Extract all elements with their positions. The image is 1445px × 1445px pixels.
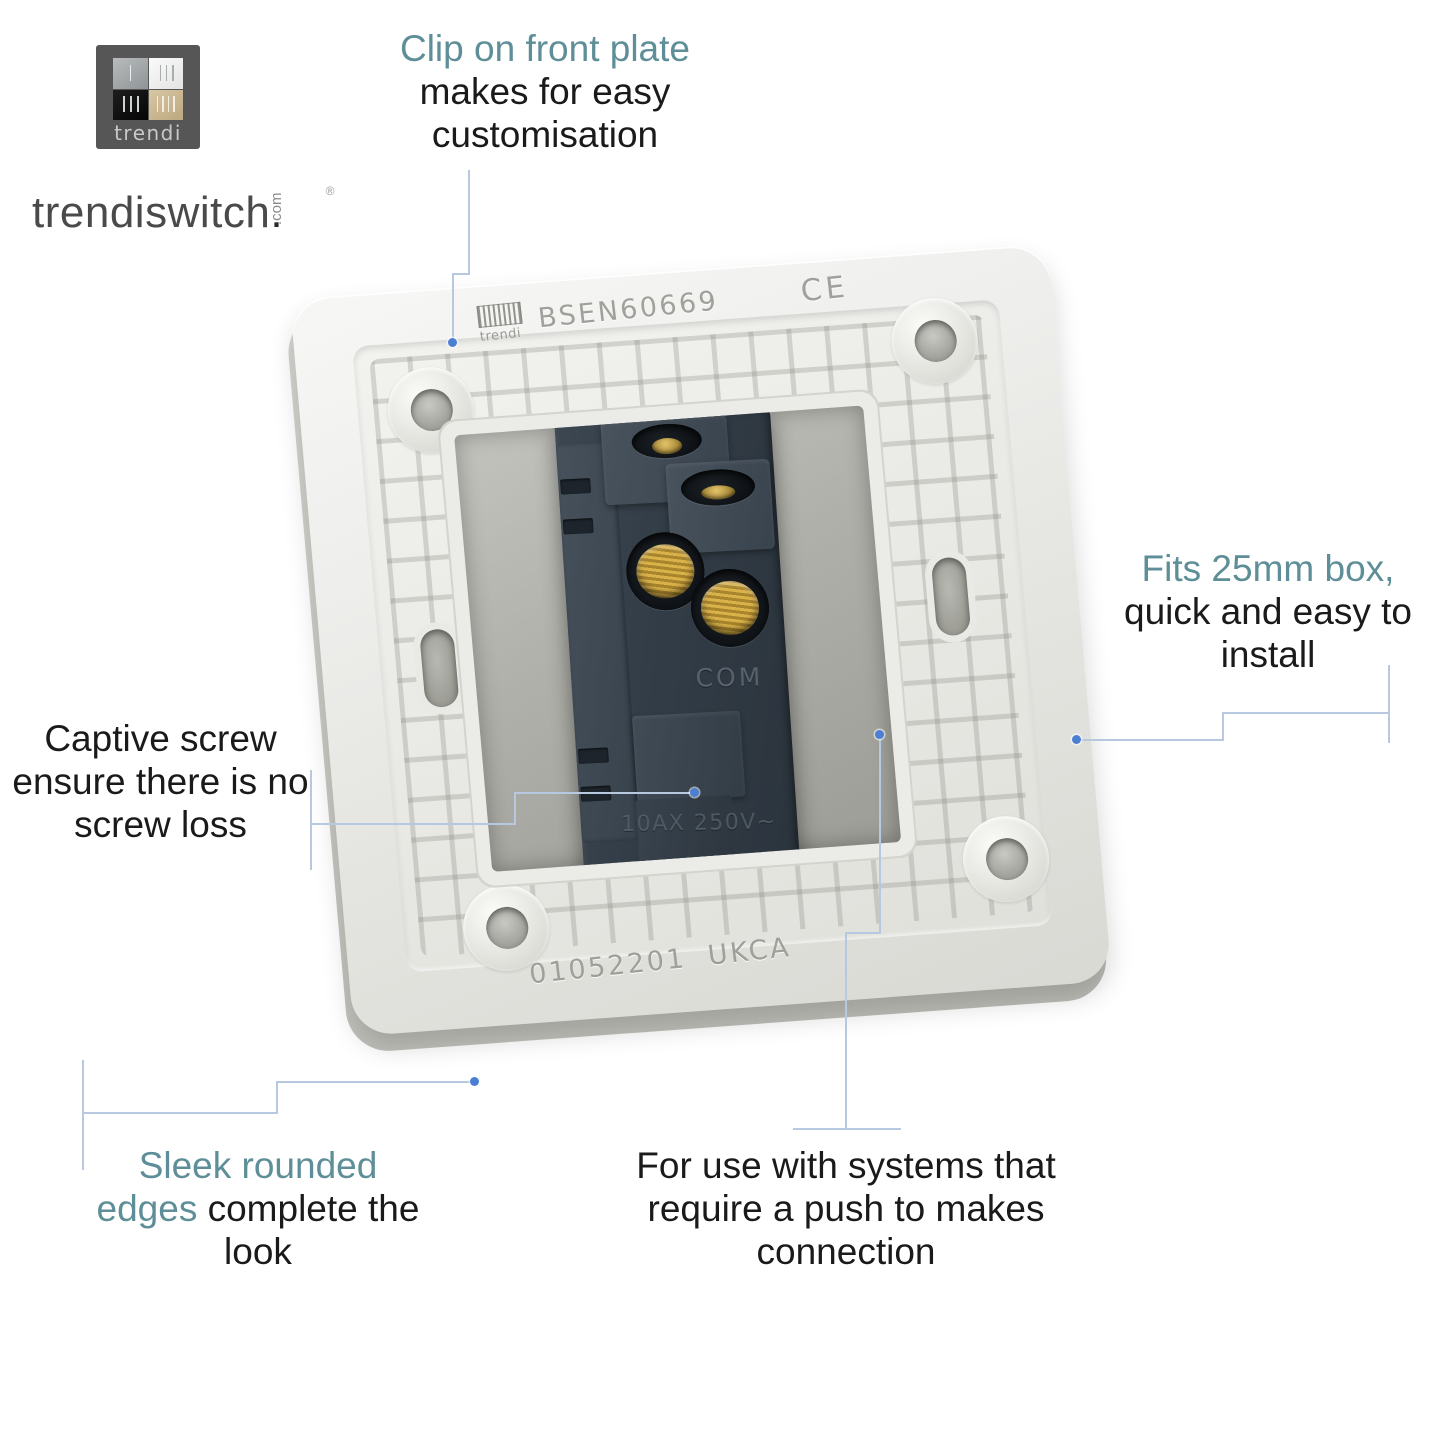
trendi-logo-icon: trendi [96, 45, 200, 149]
callout-highlight: Clip on front plate [399, 28, 690, 69]
mechanism-notch [560, 478, 592, 495]
rating-label: 10AX 250V~ [620, 809, 778, 838]
callout-body: complete the look [207, 1187, 420, 1272]
terminal-screw-top [651, 437, 683, 455]
callout-fits-25mm-box: Fits 25mm box, quick and easy to install [1108, 548, 1428, 677]
terminal-screw-top-right [700, 484, 736, 501]
plate-trendi-bars [476, 301, 523, 329]
ce-marking: CE [798, 269, 851, 310]
faceplate-assembly: trendi BSEN60669 CE 01052201 UKCA [276, 198, 1125, 1062]
callout-clip-on-front-plate: Clip on front plate makes for easy custo… [345, 28, 745, 157]
fixing-slot-left [419, 628, 460, 709]
callout-body: For use with systems that require a push… [636, 1145, 1056, 1272]
registered-mark: ® [325, 184, 335, 199]
callout-body: Captive screw ensure there is no screw l… [12, 718, 309, 845]
plate-trendi-mark-icon: trendi [476, 301, 528, 346]
callout-captive-screw: Captive screw ensure there is no screw l… [8, 718, 313, 847]
logo-tile-silver [113, 58, 148, 89]
logo-tile-white [148, 58, 183, 89]
brand-wordmark: trendiswitch..com ® [32, 184, 334, 238]
callout-highlight: Sleek rounded edges [96, 1145, 378, 1229]
callout-push-to-make-connection: For use with systems that require a push… [596, 1145, 1096, 1274]
faceplate-back: trendi BSEN60669 CE 01052201 UKCA [289, 243, 1113, 1037]
mechanism-notch [577, 747, 609, 764]
wordmark-dot: . [270, 188, 284, 237]
callout-body: makes for easy customisation [419, 70, 671, 155]
callout-highlight: Fits 25mm box, [1141, 548, 1395, 589]
wordmark-com: .com [268, 192, 286, 225]
com-label: COM [695, 662, 764, 693]
logo-tile-gold [148, 89, 183, 120]
central-aperture: COM 10AX 250V~ [454, 405, 902, 872]
logo-wordmark: trendi [114, 121, 182, 145]
callout-sleek-rounded-edges: Sleek rounded edges complete the look [88, 1145, 428, 1274]
product-photo: trendi BSEN60669 CE 01052201 UKCA [284, 225, 1120, 1125]
mechanism-notch [562, 517, 594, 535]
wordmark-text: trendiswitch [32, 188, 271, 237]
fixing-slot-right [930, 556, 972, 637]
switch-mechanism: COM 10AX 250V~ [554, 408, 802, 872]
mechanism-step [631, 710, 746, 802]
logo-tile-grid [113, 58, 183, 120]
brand-block: trendi trendiswitch..com ® [30, 40, 334, 237]
plate-trendi-caption: trendi [479, 325, 522, 345]
callout-body: quick and easy to install [1124, 590, 1412, 675]
brass-terminal-com [699, 579, 761, 637]
brass-terminal-left [634, 542, 697, 600]
logo-tile-black [113, 89, 148, 120]
